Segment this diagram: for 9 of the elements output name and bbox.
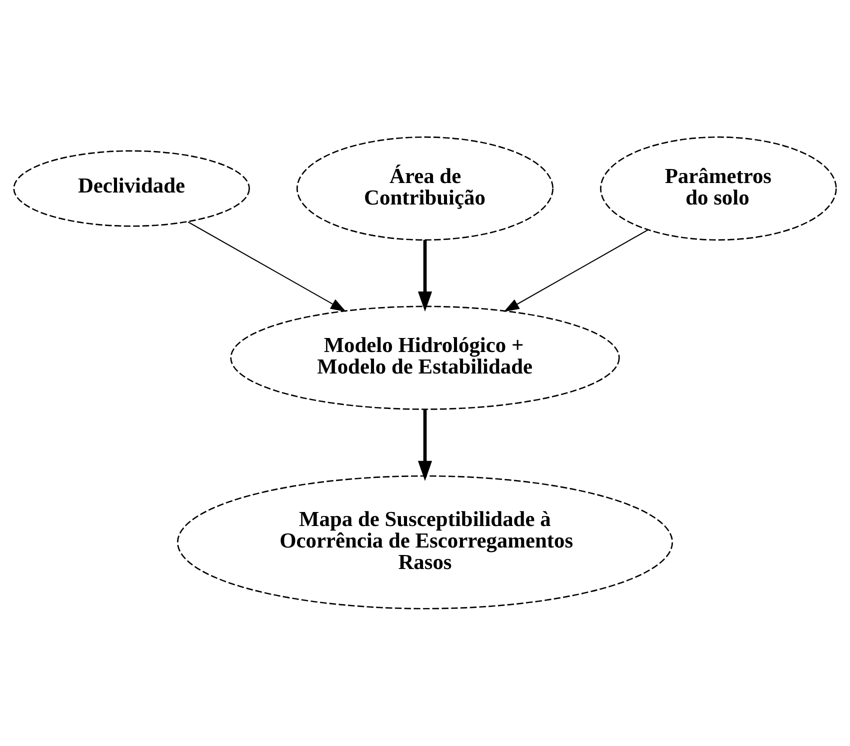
arrow (504, 229, 648, 312)
arrow (188, 222, 346, 312)
arrow (418, 240, 432, 312)
arrow (418, 409, 432, 482)
node-ellipse: Modelo Hidrológico + Modelo de Estabilidade (230, 306, 620, 410)
node-ellipse: Declividade (13, 150, 250, 227)
node-ellipse: Parâmetros do solo (600, 136, 837, 241)
node-ellipse: Área de Contribuição (296, 136, 554, 241)
node-ellipse: Mapa de Susceptibilidade à Ocorrência de Escorregamentos Rasos (176, 475, 674, 610)
